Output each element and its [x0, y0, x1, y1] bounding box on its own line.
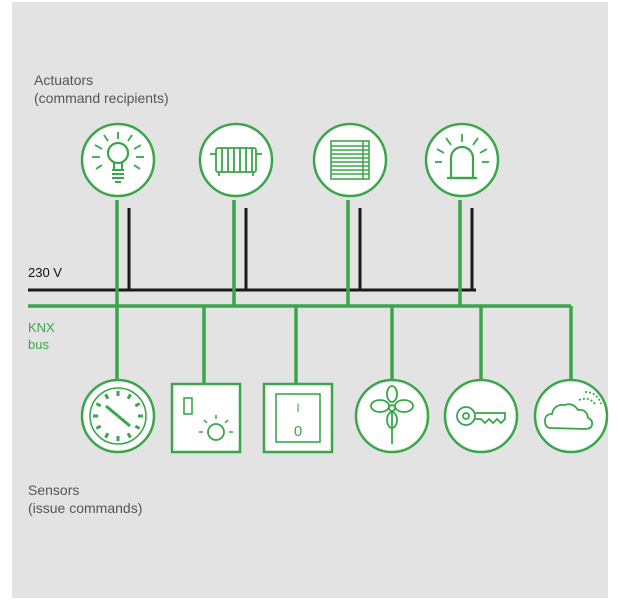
power-line-label: 230 V	[28, 265, 62, 280]
radiator-icon	[198, 122, 274, 198]
sensors-title: Sensors	[28, 482, 80, 498]
thermostat-icon	[170, 382, 242, 454]
actuators-title: Actuators	[34, 72, 94, 88]
alarm-light-icon	[424, 122, 500, 198]
bus-label-line1: KNX	[28, 320, 55, 335]
blinds-icon	[312, 122, 388, 198]
actuators-subtitle: (command recipients)	[34, 90, 169, 106]
bus-label-line2: bus	[28, 337, 49, 352]
weather-sensor-icon	[533, 378, 609, 454]
switch-on-symbol: I	[296, 401, 299, 415]
wind-sensor-icon	[354, 378, 430, 454]
light-bulb-icon	[80, 122, 156, 198]
clock-icon	[80, 378, 156, 454]
diagram-panel	[12, 2, 608, 598]
switch-icon: I 0	[262, 382, 334, 454]
sensors-subtitle: (issue commands)	[28, 500, 143, 516]
switch-off-symbol: 0	[294, 423, 302, 440]
key-icon	[443, 378, 519, 454]
